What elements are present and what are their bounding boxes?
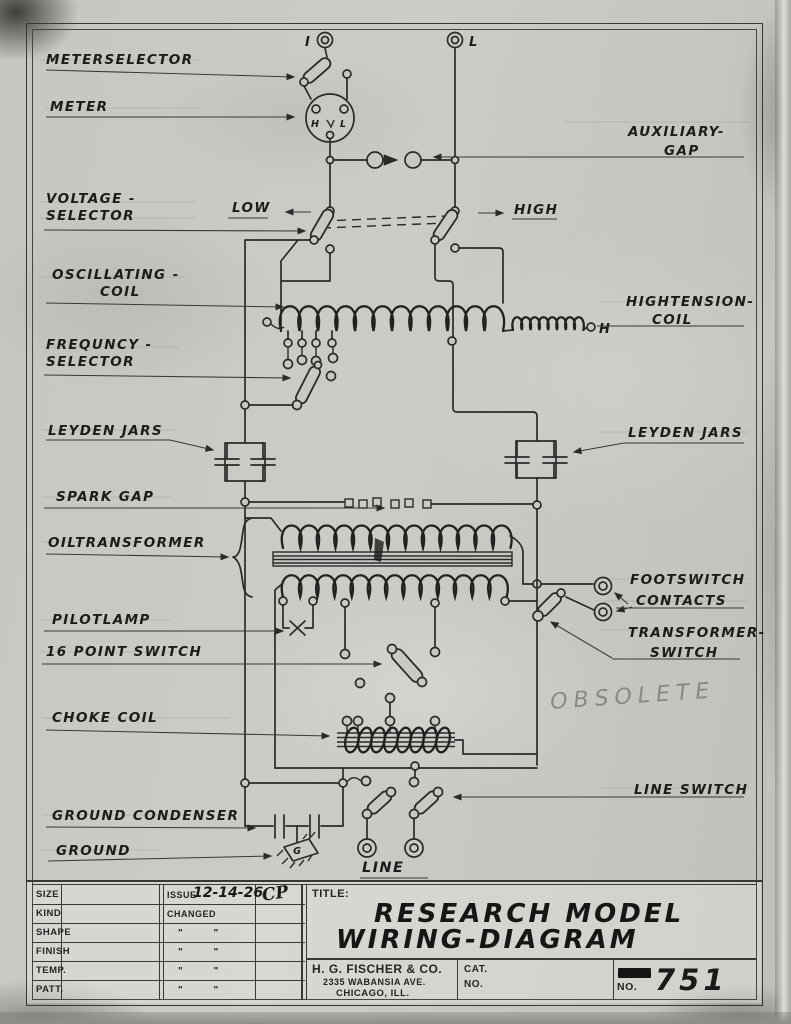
- company-city: CHICAGO, ILL.: [336, 988, 410, 999]
- label-choke-coil: CHOKE COIL: [52, 710, 158, 726]
- label-ground-condenser: GROUND CONDENSER: [52, 808, 239, 824]
- label-ground: GROUND: [56, 843, 131, 859]
- number-label: NO.: [617, 981, 638, 993]
- tb-row-temp: TEMP.: [36, 965, 67, 976]
- choke-coil: [337, 715, 538, 755]
- oscillating-coil: [262, 305, 506, 370]
- label-spark-gap: SPARK GAP: [56, 489, 154, 505]
- pilot-lamp: [282, 604, 314, 636]
- terminal-l: L: [446, 31, 477, 157]
- obsolete-note: OBSOLETE: [549, 678, 716, 714]
- cat-no-label: NO.: [464, 979, 484, 990]
- label-auxiliary-gap-1: AUXILIARY-: [627, 124, 725, 140]
- drawing-border-outer: [26, 23, 763, 1006]
- pencil-guide-lines: [40, 59, 750, 851]
- label-voltage-selector-1: VOLTAGE -: [46, 191, 136, 207]
- auxiliary-gap: [325, 151, 460, 169]
- tb-row-shape: SHAPE: [36, 927, 72, 938]
- frequency-selector-switch: [240, 360, 337, 411]
- ground-symbol-letter: G: [293, 846, 301, 857]
- tb-ditto-3: " ": [178, 966, 233, 977]
- voltage-selector: [244, 163, 504, 444]
- photo-edge-bottom: [0, 1012, 791, 1024]
- terminal-l-label: L: [469, 35, 477, 50]
- ground-symbol: G: [276, 831, 319, 869]
- high-tension-coil: H: [502, 316, 610, 337]
- transformer-switch: [532, 508, 595, 766]
- tb-row-kind: KIND: [36, 908, 62, 919]
- company-name: H. G. FISCHER & CO.: [312, 962, 443, 976]
- tb-row-patt: PATT.: [36, 984, 64, 995]
- ground-condenser: [240, 505, 538, 843]
- meter-selector-switch: [299, 57, 352, 100]
- leyden-jar-left: [214, 442, 276, 482]
- terminal-i: I: [305, 31, 334, 58]
- photo-edge-right: [775, 0, 791, 1024]
- drawing-number: 751: [655, 963, 728, 997]
- tb-issue-label: ISSUE: [167, 890, 197, 900]
- label-meter: METER: [50, 99, 108, 115]
- company-address: 2335 WABANSIA AVE.: [323, 977, 426, 987]
- tb-title-label: TITLE:: [312, 888, 350, 900]
- label-high-tension-coil-1: HIGHTENSION-: [626, 294, 754, 310]
- component-labels: METERSELECTOR METER AUXILIARY- GAP VOLTA…: [46, 52, 766, 876]
- terminal-i-label: I: [305, 35, 310, 50]
- tb-ditto-2: " ": [178, 947, 233, 958]
- leyden-jar-right: [452, 344, 568, 502]
- drawing-border-inner: [32, 29, 757, 1000]
- label-oil-transformer: OILTRANSFORMER: [48, 535, 206, 551]
- label-footswitch-contacts-2: CONTACTS: [636, 593, 727, 609]
- oil-transformer: [244, 517, 538, 769]
- line-switches: [346, 775, 444, 858]
- footswitch-contacts: [522, 576, 613, 622]
- label-high-tension-coil-2: COIL: [652, 312, 693, 328]
- meter-terminal-h: H: [311, 119, 319, 130]
- label-low: LOW: [232, 200, 271, 216]
- meter: H L: [305, 93, 355, 157]
- ink-blot: [374, 538, 384, 562]
- sixteen-point-switch: [339, 606, 441, 717]
- label-transformer-switch-2: SWITCH: [650, 645, 718, 661]
- tb-ditto-1: " ": [178, 928, 233, 939]
- label-frequency-selector-2: SELECTOR: [46, 354, 135, 370]
- label-auxiliary-gap-2: GAP: [664, 143, 700, 159]
- tb-row-finish: FINISH: [36, 946, 71, 957]
- label-frequency-selector-1: FREQUNCY -: [46, 337, 153, 353]
- label-leyden-jars-right: LEYDEN JARS: [628, 425, 743, 441]
- label-sixteen-point-switch: 16 POINT SWITCH: [46, 644, 202, 660]
- spark-gap: [240, 480, 542, 510]
- label-oscillating-coil-2: COIL: [100, 284, 141, 300]
- tb-row-size: SIZE: [36, 889, 60, 900]
- redaction-mark: [618, 968, 651, 978]
- tb-issue-initials: CP: [260, 882, 290, 906]
- label-footswitch-contacts-1: FOOTSWITCH: [630, 572, 745, 588]
- label-meter-selector: METERSELECTOR: [46, 52, 193, 68]
- meter-terminal-l: L: [340, 119, 346, 130]
- label-voltage-selector-2: SELECTOR: [46, 208, 135, 224]
- label-transformer-switch-1: TRANSFORMER-: [628, 625, 766, 641]
- tb-changed-label: CHANGED: [167, 909, 217, 919]
- tb-issue-date: 12-14-26: [193, 885, 264, 901]
- label-oscillating-coil-1: OSCILLATING -: [52, 267, 180, 283]
- label-pilot-lamp: PILOTLAMP: [52, 612, 151, 628]
- label-leyden-jars-left: LEYDEN JARS: [48, 423, 163, 439]
- drawing-title-line1: RESEARCH MODEL: [374, 899, 685, 929]
- tb-ditto-4: " ": [178, 985, 233, 996]
- leader-lines: [42, 69, 744, 879]
- cat-label: CAT.: [464, 964, 488, 975]
- label-high: HIGH: [514, 202, 558, 218]
- label-line: LINE: [362, 860, 404, 876]
- drawing-title-line2: WIRING-DIAGRAM: [336, 925, 639, 955]
- label-line-switch: LINE SWITCH: [634, 782, 748, 798]
- high-tension-terminal-h: H: [599, 322, 610, 337]
